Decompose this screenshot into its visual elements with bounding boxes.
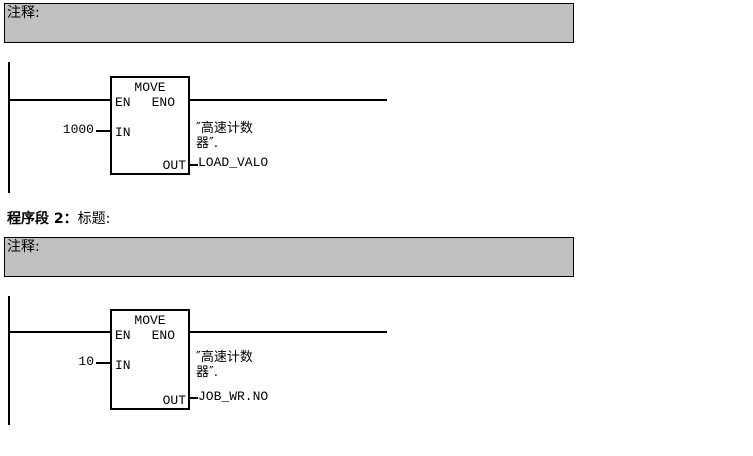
network2-title[interactable]: 标题: [77,211,111,227]
network2-out-wire-stub [189,397,198,399]
in-pin-label: IN [115,125,131,140]
network1-in-wire-stub [96,130,110,132]
network2-destination-db[interactable]: ″高速计数 器″. [196,350,253,380]
network2-en-wire [8,331,110,333]
move-block-1[interactable]: MOVE EN ENO IN OUT [110,76,190,175]
network2-header: 程序段 2：标题: [7,208,110,228]
network1-en-wire [8,99,110,101]
network1-out-wire-stub [189,164,198,166]
eno-pin-label: ENO [151,95,175,110]
network1-comment-bar[interactable]: 注释: [4,3,574,43]
en-pin-label: EN [115,328,131,343]
network2-number: 程序段 2： [7,211,78,227]
network2-out-operand[interactable]: JOB_WR.NO [198,389,269,404]
network2-eno-wire [189,331,387,333]
network1-out-operand[interactable]: LOAD_VALO [198,155,269,170]
network1-destination-db[interactable]: ″高速计数 器″. [196,121,253,151]
en-pin-label: EN [115,95,131,110]
network2-in-value[interactable]: 10 [78,354,94,369]
network1-eno-wire [189,99,387,101]
network2-in-wire-stub [96,362,110,364]
block-title: MOVE [134,80,166,95]
network1-in-value[interactable]: 1000 [62,122,94,137]
network2-power-rail [8,296,10,425]
network1-comment-label: 注释: [7,5,40,21]
network2-comment-bar[interactable]: 注释: [4,237,574,277]
move-block-2[interactable]: MOVE EN ENO IN OUT [110,309,190,410]
out-pin-label: OUT [162,393,186,408]
in-pin-label: IN [115,358,131,373]
block-title: MOVE [134,313,166,328]
eno-pin-label: ENO [151,328,175,343]
out-pin-label: OUT [162,158,186,173]
network2-comment-label: 注释: [7,239,40,255]
network1-power-rail [8,62,10,193]
